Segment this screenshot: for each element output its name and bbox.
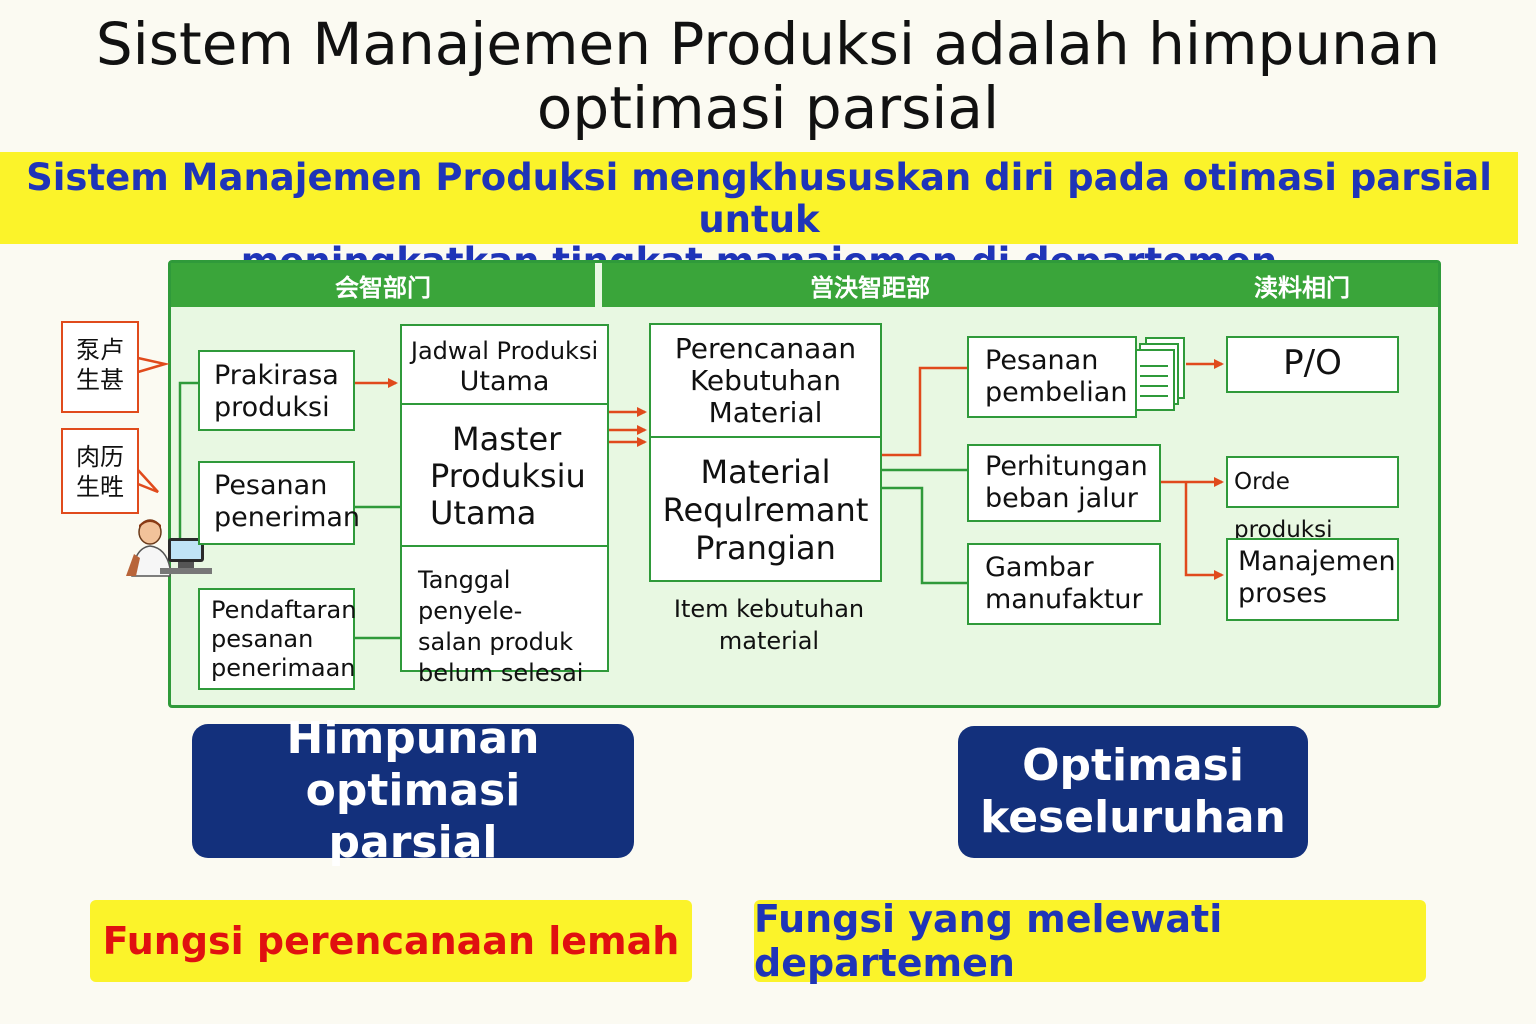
- box-perencanaan-kebutuhan: Perencanaan Kebutuhan Material: [649, 323, 882, 439]
- box-tanggal-penyelesaian: Tanggal penyele- salan produk belum sele…: [400, 545, 609, 687]
- jadwal-line-2: Utama: [459, 366, 550, 397]
- himpunan-line-1: Himpunan optimasi: [286, 713, 540, 816]
- box-pesanan-pembelian: Pesanan pembelian: [967, 336, 1137, 418]
- label-himpunan-optimasi-parsial: Himpunan optimasi parsial: [192, 713, 634, 868]
- box-gambar-manufaktur: Gambar manufaktur: [967, 543, 1161, 625]
- pesanan-line-2: peneriman: [214, 502, 361, 533]
- perencanaan-line-3: Material: [708, 396, 823, 429]
- document-stack-icon: [1135, 337, 1185, 411]
- caption-line-2: material: [718, 627, 820, 655]
- person-to-inputs-line: [178, 381, 198, 560]
- source-box-2-line-1: 肉历: [76, 443, 124, 471]
- prakirasa-line-2: produksi: [214, 392, 330, 423]
- tanggal-line-3: belum selesai: [418, 659, 584, 687]
- master-line-2: Produksiu: [430, 457, 586, 495]
- pendaftaran-line-3: penerimaan: [211, 654, 356, 682]
- arrow-perhitungan-to-manajemen: [1184, 482, 1224, 580]
- box-orde-produksi: Orde produksi: [1226, 456, 1399, 543]
- label-fungsi-perencanaan-lemah: Fungsi perencanaan lemah: [90, 900, 692, 982]
- box-jadwal-produksi: Jadwal Produksi Utama: [400, 324, 609, 406]
- master-line-1: Master: [452, 420, 562, 458]
- line-mrp-to-gambar: [882, 486, 967, 585]
- box-manajemen-proses: Manajemen proses: [1226, 538, 1399, 621]
- banner-line-1: Sistem Manajemen Produksi mengkhususkan …: [26, 156, 1492, 241]
- material-line-2: Requlremant: [662, 491, 869, 529]
- pembelian-line-1: Pesanan: [985, 345, 1099, 376]
- box-perhitungan-beban: Perhitungan beban jalur: [967, 444, 1161, 522]
- tanggal-line-2: salan produk: [418, 628, 574, 656]
- title-line-2: optimasi parsial: [536, 74, 1000, 142]
- perencanaan-line-2: Kebutuhan: [689, 364, 842, 397]
- person-at-computer-icon: [126, 519, 212, 577]
- himpunan-line-2: parsial: [328, 817, 498, 868]
- box-master-produksi: Master Produksiu Utama: [400, 403, 609, 548]
- source-box-1-line-1: 泵卢: [76, 336, 124, 364]
- manajemen-line-1: Manajemen: [1238, 546, 1396, 577]
- gambar-line-1: Gambar: [985, 552, 1094, 583]
- source-box-2: 肉历 生甠: [61, 428, 139, 514]
- pesanan-line-1: Pesanan: [214, 470, 328, 501]
- tanggal-line-1: Tanggal penyele-: [418, 566, 523, 625]
- source-box-1-line-2: 生甚: [76, 366, 124, 394]
- manajemen-line-2: proses: [1238, 578, 1327, 609]
- keseluruhan-line-1: Optimasi: [1022, 740, 1244, 791]
- keseluruhan-line-2: keseluruhan: [980, 792, 1286, 843]
- page-title: Sistem Manajemen Produksi adalah himpuna…: [0, 12, 1536, 140]
- pendaftaran-line-1: Pendaftaran: [211, 596, 357, 624]
- pendaftaran-line-2: pesanan: [211, 625, 314, 653]
- jadwal-line-1: Jadwal Produksi: [410, 337, 599, 365]
- caption-line-1: Item kebutuhan: [673, 595, 865, 623]
- material-line-3: Prangian: [695, 529, 836, 567]
- caption-item-kebutuhan: Item kebutuhan material: [649, 593, 889, 657]
- master-line-3: Utama: [430, 494, 537, 532]
- perencanaan-line-1: Perencanaan: [674, 332, 857, 365]
- source-pointer-2: [137, 469, 159, 494]
- box-pendaftaran-pesanan: Pendaftaran pesanan penerimaan: [198, 588, 357, 690]
- material-line-1: Material: [700, 453, 831, 491]
- box-material-requirement: Material Requlremant Prangian: [649, 436, 882, 582]
- box-prakirasa-produksi: Prakirasa produksi: [198, 350, 355, 431]
- source-box-2-line-2: 生甠: [76, 473, 124, 501]
- perhitungan-line-2: beban jalur: [985, 483, 1138, 514]
- gambar-line-2: manufaktur: [985, 584, 1143, 615]
- header-right-label: 渎料相门: [1254, 273, 1350, 302]
- source-box-1: 泵卢 生甚: [61, 321, 139, 413]
- header-right-department: 営決智距部 渎料相门: [602, 263, 1438, 307]
- source-pointer-1: [137, 356, 170, 374]
- header-left-department: 会智部门: [171, 263, 595, 307]
- line-mrp-to-pembelian: [882, 366, 967, 457]
- label-optimasi-keseluruhan: Optimasi keseluruhan: [958, 726, 1308, 858]
- perhitungan-line-1: Perhitungan: [985, 451, 1148, 482]
- label-fungsi-melewati-departemen: Fungsi yang melewati departemen: [754, 897, 1426, 985]
- title-line-1: Sistem Manajemen Produksi adalah himpuna…: [95, 10, 1441, 78]
- header-middle-label: 営決智距部: [810, 273, 930, 302]
- box-pesanan-penerimaan: Pesanan peneriman: [198, 461, 361, 545]
- prakirasa-line-1: Prakirasa: [214, 360, 339, 391]
- box-po: P/O: [1226, 336, 1399, 393]
- pembelian-line-2: pembelian: [985, 377, 1128, 408]
